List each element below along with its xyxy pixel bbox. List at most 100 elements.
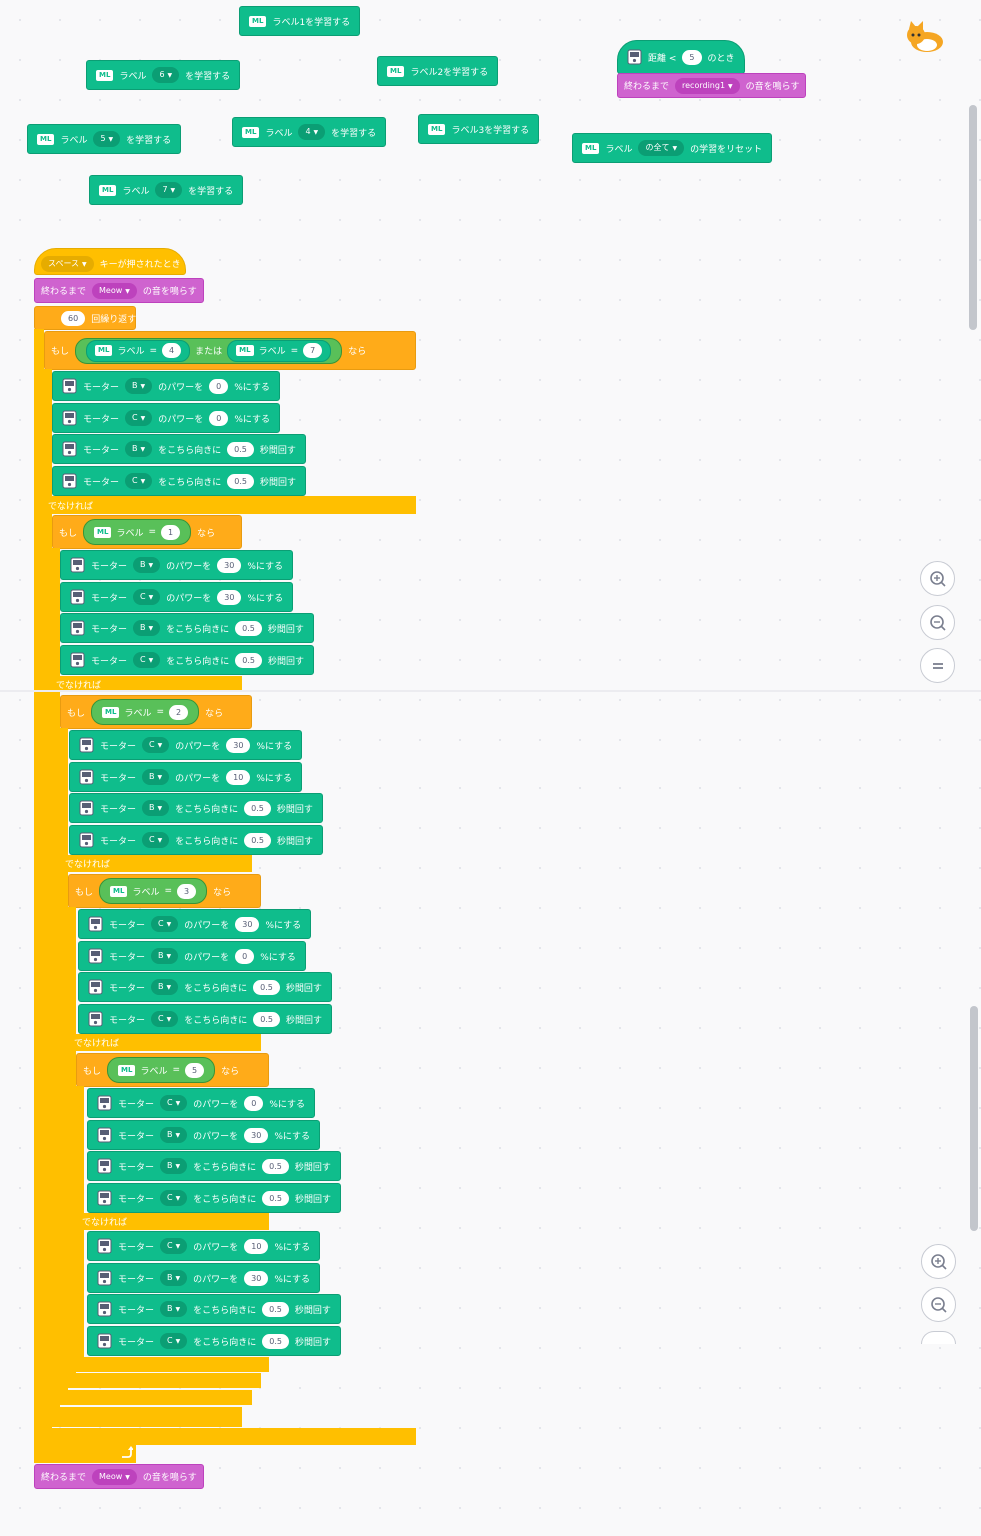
motor-block[interactable]: モーター C▼ のパワーを 10 %にする	[87, 1231, 321, 1261]
zoom-in-button[interactable]	[920, 561, 955, 596]
value-input[interactable]: 0.5	[227, 441, 254, 457]
motor-port-dropdown[interactable]: C▼	[160, 1333, 188, 1349]
motor-port-dropdown[interactable]: C▼	[151, 1011, 179, 1027]
motor-block[interactable]: モーター B▼ のパワーを 0 %にする	[78, 941, 306, 971]
zoom-reset-button[interactable]	[920, 648, 955, 683]
motor-port-dropdown[interactable]: B▼	[142, 800, 170, 816]
motor-port-dropdown[interactable]: C▼	[125, 410, 153, 426]
value-input[interactable]: 0.5	[262, 1333, 289, 1349]
value-input[interactable]: 30	[244, 1270, 269, 1286]
when-key-pressed-hat[interactable]: スペース▼ キーが押されたとき	[34, 248, 186, 275]
sound-dropdown[interactable]: recording1▼	[675, 77, 740, 94]
value-input[interactable]: 0.5	[244, 832, 271, 848]
if-else-block-3[interactable]: もし ML ラベル = 2 なら	[60, 695, 252, 729]
value-input[interactable]: 0.5	[227, 473, 254, 489]
motor-block[interactable]: モーター C▼ をこちら向きに 0.5 秒間回す	[78, 1004, 332, 1034]
motor-block[interactable]: モーター B▼ のパワーを 30 %にする	[87, 1263, 320, 1293]
motor-block[interactable]: モーター B▼ をこちら向きに 0.5 秒間回す	[78, 972, 332, 1002]
if-else-block-4[interactable]: もし ML ラベル = 3 なら	[68, 874, 261, 908]
motor-block[interactable]: モーター B▼ をこちら向きに 0.5 秒間回す	[69, 793, 323, 823]
motor-port-dropdown[interactable]: B▼	[142, 769, 170, 785]
learn-label5-block[interactable]: ML ラベル 5▼ を学習する	[27, 124, 182, 154]
motor-port-dropdown[interactable]: C▼	[160, 1190, 188, 1206]
motor-port-dropdown[interactable]: B▼	[133, 557, 161, 573]
motor-port-dropdown[interactable]: B▼	[125, 441, 153, 457]
reset-labels-block[interactable]: ML ラベル の全て▼ の学習をリセット	[572, 133, 773, 163]
motor-port-dropdown[interactable]: B▼	[133, 620, 161, 636]
label-dropdown[interactable]: 6▼	[152, 67, 180, 83]
motor-block[interactable]: モーター B▼ のパワーを 10 %にする	[69, 762, 302, 792]
value-input[interactable]: 30	[226, 737, 251, 753]
value-input[interactable]: 0.5	[262, 1301, 289, 1317]
motor-port-dropdown[interactable]: C▼	[151, 916, 179, 932]
label-dropdown[interactable]: 7▼	[155, 182, 183, 198]
label-dropdown[interactable]: 5▼	[93, 131, 121, 147]
distance-input[interactable]: 5	[682, 49, 702, 65]
learn-label1-block[interactable]: ML ラベル1を学習する	[239, 6, 361, 36]
value-input[interactable]: 0	[209, 378, 229, 394]
motor-block[interactable]: モーター B▼ をこちら向きに 0.5 秒間回す	[60, 613, 314, 643]
motor-block[interactable]: モーター B▼ をこちら向きに 0.5 秒間回す	[87, 1294, 341, 1324]
value-input[interactable]: 0.5	[253, 979, 280, 995]
motor-port-dropdown[interactable]: B▼	[125, 378, 153, 394]
zoom-out-button[interactable]	[920, 605, 955, 640]
equals-operator[interactable]: ML ラベル = 5	[107, 1057, 216, 1083]
condition-input[interactable]: 4	[162, 343, 182, 358]
code-area-top[interactable]: ML ラベル1を学習する ML ラベル 6▼ を学習する ML ラベル2を学習す…	[0, 0, 981, 768]
motor-block[interactable]: モーター C▼ をこちら向きに 0.5 秒間回す	[87, 1326, 341, 1356]
if-else-block-5[interactable]: もし ML ラベル = 5 なら	[76, 1053, 269, 1087]
value-input[interactable]: 30	[244, 1127, 269, 1143]
sound-dropdown[interactable]: Meow▼	[92, 1468, 137, 1485]
equals-operator[interactable]: ML ラベル = 7	[227, 339, 332, 362]
key-dropdown[interactable]: スペース▼	[41, 255, 94, 272]
play-meow-block-end[interactable]: 終わるまで Meow▼ の音を鳴らす	[34, 1464, 204, 1489]
motor-port-dropdown[interactable]: C▼	[125, 473, 153, 489]
motor-port-dropdown[interactable]: B▼	[151, 979, 179, 995]
value-input[interactable]: 10	[244, 1238, 269, 1254]
zoom-out-button[interactable]	[921, 1287, 956, 1322]
value-input[interactable]: 0	[209, 410, 229, 426]
value-input[interactable]: 0.5	[235, 652, 262, 668]
equals-operator[interactable]: ML ラベル = 1	[83, 519, 192, 545]
equals-operator[interactable]: ML ラベル = 4	[86, 339, 191, 362]
value-input[interactable]: 30	[217, 557, 242, 573]
motor-port-dropdown[interactable]: C▼	[160, 1095, 188, 1111]
motor-block[interactable]: モーター B▼ のパワーを 30 %にする	[60, 550, 293, 580]
value-input[interactable]: 0.5	[235, 620, 262, 636]
motor-port-dropdown[interactable]: B▼	[151, 948, 179, 964]
if-else-block-1[interactable]: もし ML ラベル = 4 または ML ラベル = 7 なら	[44, 331, 416, 370]
vertical-scrollbar[interactable]	[969, 105, 977, 330]
learn-label2-block[interactable]: ML ラベル2を学習する	[377, 56, 499, 86]
sound-dropdown[interactable]: Meow▼	[92, 282, 137, 299]
value-input[interactable]: 0.5	[244, 800, 271, 816]
motor-port-dropdown[interactable]: B▼	[160, 1127, 188, 1143]
value-input[interactable]: 0.5	[262, 1190, 289, 1206]
motor-block[interactable]: モーター C▼ をこちら向きに 0.5 秒間回す	[52, 466, 306, 496]
motor-port-dropdown[interactable]: C▼	[133, 652, 161, 668]
play-meow-block[interactable]: 終わるまで Meow▼ の音を鳴らす	[34, 278, 204, 303]
motor-port-dropdown[interactable]: C▼	[142, 832, 170, 848]
learn-label7-block[interactable]: ML ラベル 7▼ を学習する	[89, 175, 244, 205]
condition-input[interactable]: 1	[161, 524, 181, 540]
value-input[interactable]: 0	[235, 948, 255, 964]
label-dropdown[interactable]: の全て▼	[638, 140, 685, 156]
motor-port-dropdown[interactable]: C▼	[142, 737, 170, 753]
label-dropdown[interactable]: 4▼	[298, 124, 326, 140]
value-input[interactable]: 0	[244, 1095, 264, 1111]
motor-block[interactable]: モーター B▼ のパワーを 0 %にする	[52, 371, 280, 401]
motor-block[interactable]: モーター C▼ をこちら向きに 0.5 秒間回す	[60, 645, 314, 675]
motor-block[interactable]: モーター C▼ のパワーを 30 %にする	[69, 730, 303, 760]
motor-block[interactable]: モーター C▼ をこちら向きに 0.5 秒間回す	[69, 825, 323, 855]
value-input[interactable]: 0.5	[262, 1158, 289, 1174]
equals-operator[interactable]: ML ラベル = 2	[91, 699, 200, 725]
play-sound-until-done-block[interactable]: 終わるまで recording1▼ の音を鳴らす	[617, 73, 807, 98]
learn-label3-block[interactable]: ML ラベル3を学習する	[418, 114, 540, 144]
repeat-block[interactable]: 60 回繰り返す	[34, 306, 136, 330]
or-operator[interactable]: ML ラベル = 4 または ML ラベル = 7	[75, 337, 343, 364]
learn-label4-block[interactable]: ML ラベル 4▼ を学習する	[232, 117, 387, 147]
motor-block[interactable]: モーター B▼ をこちら向きに 0.5 秒間回す	[52, 434, 306, 464]
motor-port-dropdown[interactable]: B▼	[160, 1270, 188, 1286]
zoom-in-button[interactable]	[921, 1244, 956, 1279]
motor-block[interactable]: モーター C▼ のパワーを 0 %にする	[87, 1088, 315, 1118]
motor-port-dropdown[interactable]: B▼	[160, 1158, 188, 1174]
